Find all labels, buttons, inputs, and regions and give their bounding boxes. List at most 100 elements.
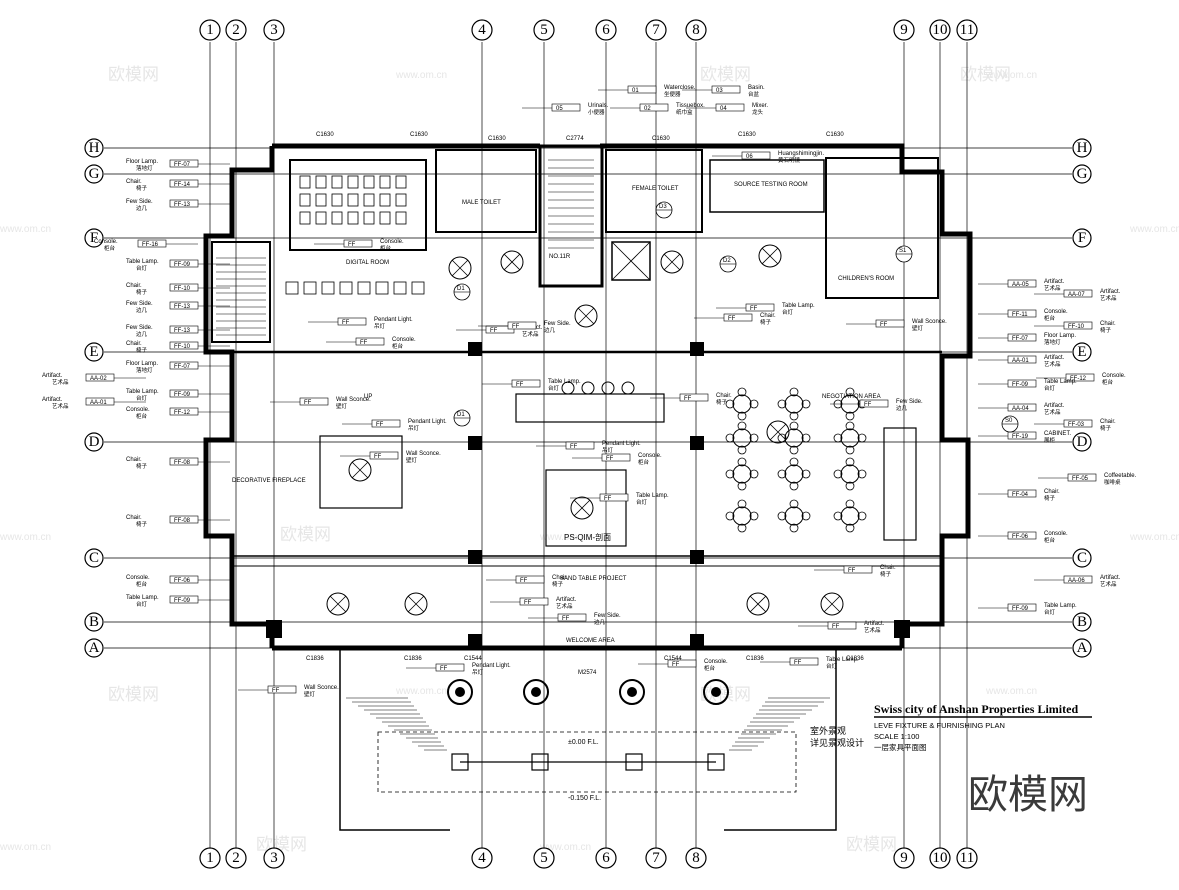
svg-text:Chair.: Chair. xyxy=(126,283,142,289)
watermark-url: www.om.cn xyxy=(539,842,591,853)
section-mark-label: D3 xyxy=(659,204,667,210)
svg-text:Wall Sconce.: Wall Sconce. xyxy=(912,319,947,325)
building-walls xyxy=(203,143,973,831)
lantern-core xyxy=(627,687,637,697)
axis-bubble-7 xyxy=(645,847,667,869)
svg-text:FF: FF xyxy=(794,660,802,666)
axis-label-11: 11 xyxy=(960,850,974,866)
axis-bubble-F xyxy=(1072,228,1092,248)
axis-label-G: G xyxy=(1077,166,1088,182)
axis-bubble-10 xyxy=(929,19,951,41)
room-label-male-toilet: MALE TOILET xyxy=(462,200,501,206)
svg-text:椅子: 椅子 xyxy=(136,346,148,354)
axis-bubble-9 xyxy=(893,19,915,41)
svg-text:FF-10: FF-10 xyxy=(174,286,191,292)
table-chair xyxy=(845,457,855,467)
svg-text:柜台: 柜台 xyxy=(638,458,650,466)
axis-label-1: 1 xyxy=(206,22,214,38)
exterior-lantern-icon xyxy=(619,679,645,705)
svg-text:展柜: 展柜 xyxy=(1044,436,1056,444)
svg-text:Chair.: Chair. xyxy=(126,341,142,347)
table-chair xyxy=(749,469,759,479)
axis-bubble-3 xyxy=(263,19,285,41)
axis-label-E: E xyxy=(1077,344,1086,360)
axis-label-B: B xyxy=(89,614,99,630)
svg-text:FF-10: FF-10 xyxy=(1068,324,1085,330)
drawing-cn-title: 一层家具平面图 xyxy=(874,742,927,752)
watermark-url: www.om.cn xyxy=(1129,224,1179,235)
svg-text:Table Lamp.: Table Lamp. xyxy=(548,379,581,385)
svg-text:Chair.: Chair. xyxy=(880,565,896,571)
svg-text:Chair.: Chair. xyxy=(1044,489,1060,495)
svg-text:壁灯: 壁灯 xyxy=(406,456,418,464)
pendant-light-icon xyxy=(660,250,684,274)
watermark-big-logo: 欧模网 xyxy=(968,772,1088,818)
pendant-light-icon xyxy=(326,592,350,616)
lounge-chair xyxy=(357,281,371,295)
table-chair xyxy=(801,399,811,409)
svg-text:边几: 边几 xyxy=(544,326,556,334)
svg-text:Chair.: Chair. xyxy=(760,313,776,319)
watermark-url: www.om.cn xyxy=(395,686,447,697)
axis-bubble-1 xyxy=(199,847,221,869)
axis-label-C: C xyxy=(89,550,99,566)
model-label: PS-QIM-剖面 xyxy=(564,532,611,542)
svg-text:边几: 边几 xyxy=(136,306,148,314)
table-chair xyxy=(737,523,747,533)
watermark-logo: 欧模网 xyxy=(960,65,1011,84)
svg-text:Artifact.: Artifact. xyxy=(1044,355,1065,361)
digital-chair xyxy=(379,211,391,225)
svg-text:纸巾盒: 纸巾盒 xyxy=(676,108,693,116)
svg-text:FF-12: FF-12 xyxy=(174,410,191,416)
svg-text:04: 04 xyxy=(720,106,727,112)
svg-text:艺术品: 艺术品 xyxy=(1044,360,1061,368)
drawing-subtitle: LEVE FIXTURE & FURNISHING PLAN xyxy=(874,721,1005,730)
lounge-chair xyxy=(285,281,299,295)
svg-text:椅子: 椅子 xyxy=(136,462,148,470)
table-chair xyxy=(789,481,799,491)
axis-bubble-2 xyxy=(225,19,247,41)
svg-text:FF-07: FF-07 xyxy=(174,364,191,370)
svg-text:Urinals.: Urinals. xyxy=(588,103,609,109)
axis-bubble-8 xyxy=(685,19,707,41)
exterior-lantern-icon xyxy=(523,679,549,705)
bar-stool xyxy=(621,381,635,395)
round-table xyxy=(784,506,804,526)
section-mark-label: S0 xyxy=(1005,418,1013,424)
door-tag: C1630 xyxy=(738,132,756,138)
axis-label-7: 7 xyxy=(652,22,660,38)
axis-label-9: 9 xyxy=(900,22,908,38)
svg-text:FF: FF xyxy=(304,400,312,406)
pendant-light-icon xyxy=(766,420,790,444)
stair-steps xyxy=(216,159,830,751)
table-chair xyxy=(777,469,787,479)
svg-text:Table Lamp.: Table Lamp. xyxy=(126,595,159,601)
svg-text:FF-03: FF-03 xyxy=(1068,422,1085,428)
digital-chair xyxy=(299,193,311,207)
axis-label-2: 2 xyxy=(232,22,240,38)
svg-text:FF-13: FF-13 xyxy=(174,328,191,334)
axis-label-D: D xyxy=(89,434,100,450)
table-chair xyxy=(857,433,867,443)
door-tag: M2574 xyxy=(578,670,597,676)
svg-text:壁灯: 壁灯 xyxy=(336,402,348,410)
svg-text:Few Side.: Few Side. xyxy=(126,301,153,307)
svg-text:Chair.: Chair. xyxy=(1100,419,1116,425)
svg-text:Pendant Light.: Pendant Light. xyxy=(602,441,641,447)
